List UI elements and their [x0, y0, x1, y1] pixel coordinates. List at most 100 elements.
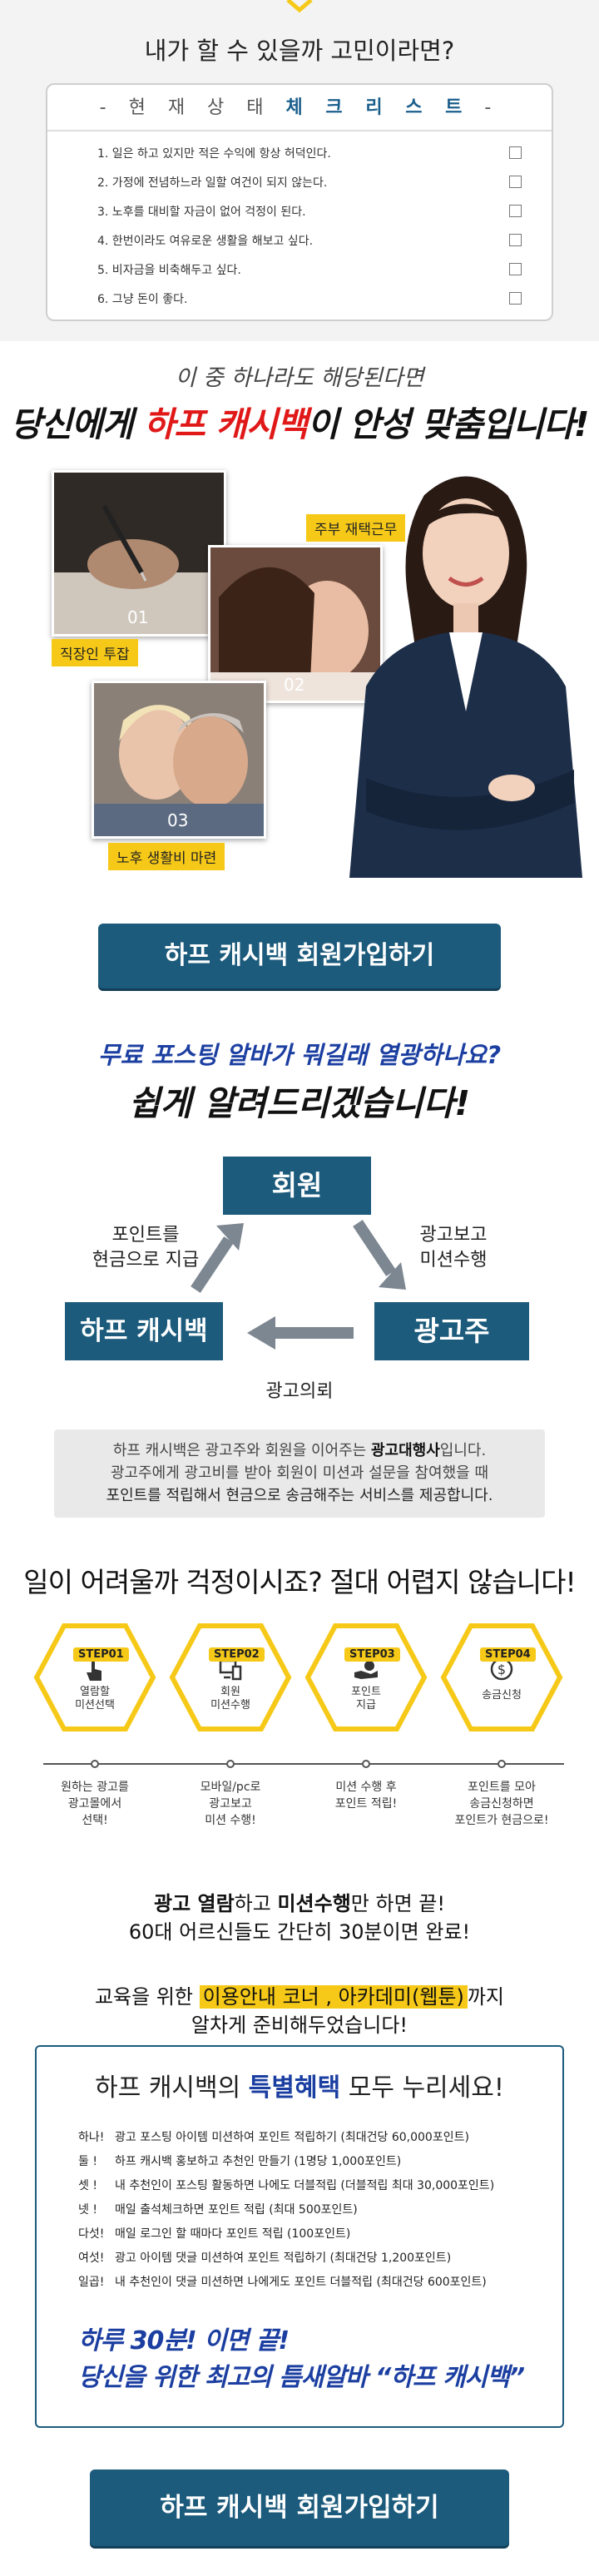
benefits-title-highlight: 특별혜택 — [248, 2073, 341, 2103]
explain-line2: 광고주에게 광고비를 받아 회원이 미션과 설문을 참여했을 때 — [110, 1464, 489, 1482]
steps-title: 일이 어려울까 걱정이시죠? 절대 어렵지 않습니다! — [23, 1566, 576, 1598]
benefit-text: 매일 로그인 할 때마다 포인트 적립 (100포인트) — [115, 2227, 351, 2241]
benefits-title: 하프 캐시백의 특별혜택 모두 누리세요! — [37, 2067, 562, 2103]
hand-coin-icon — [354, 1661, 378, 1679]
hero-title-pre: 당신에게 — [10, 404, 144, 444]
benefits-box: 하프 캐시백의 특별혜택 모두 누리세요! 하나!광고 포스팅 아이템 미션하여… — [35, 2045, 564, 2428]
step-line2: 미션선택 — [75, 1699, 115, 1712]
desc-line: 포인트가 현금으로! — [454, 1814, 549, 1827]
checkbox[interactable] — [509, 176, 522, 188]
explain-line1-pre: 하프 캐시백은 광고주와 회원을 이어주는 — [112, 1442, 371, 1459]
step-line1: 회원 — [220, 1686, 240, 1698]
photo-number: 02 — [284, 675, 305, 695]
photo-housewife: 02 — [208, 545, 383, 703]
summary-post: 만 하면 끝! — [350, 1892, 445, 1915]
hero-title-brand: 하프 캐시백 — [143, 404, 309, 444]
explain-line1: 하프 캐시백은 광고주와 회원을 이어주는 광고대행사입니다. — [54, 1439, 545, 1462]
timeline-dot — [91, 1760, 99, 1768]
checklist-item-label: 1. 일은 하고 있지만 적은 수익에 항상 허덕인다. — [97, 147, 331, 161]
desc-line: 포인트를 모아 — [468, 1781, 536, 1794]
checkbox[interactable] — [509, 292, 522, 305]
writing-hand-illustration — [54, 473, 224, 634]
step-4-text: 송금신청 — [460, 1689, 543, 1702]
benefit-lead: 넷 ! — [78, 2203, 97, 2217]
summary-bold-2: 미션수행 — [277, 1892, 351, 1915]
checklist-item[interactable]: 3. 노후를 대비할 자금이 없어 걱정이 된다. — [97, 203, 522, 232]
flow-label-left-line1: 포인트를 — [111, 1225, 180, 1246]
join-button-top[interactable]: 하프 캐시백 회원가입하기 — [98, 924, 501, 988]
benefit-lead: 하나! — [78, 2131, 105, 2144]
benefit-item: 하나!광고 포스팅 아이템 미션하여 포인트 적립하기 (최대건당 60,000… — [78, 2128, 544, 2152]
step-badge: STEP02 — [209, 1647, 265, 1662]
node-advertiser: 광고주 — [374, 1302, 529, 1360]
summary-line-1: 광고 열람하고 미션수행만 하면 끝! — [0, 1887, 599, 1916]
flow-question: 무료 포스팅 알바가 뭐길래 열광하나요? — [97, 1041, 502, 1069]
checkbox[interactable] — [509, 234, 522, 246]
checklist-item[interactable]: 1. 일은 하고 있지만 적은 수익에 항상 허덕인다. — [97, 145, 522, 174]
benefit-item: 셋 !내 추천인이 포스팅 활동하면 나에도 더블적립 (더블적립 최대 30,… — [78, 2177, 544, 2201]
senior-couple-illustration — [94, 683, 264, 836]
benefits-title-post: 모두 누리세요! — [340, 2073, 504, 2103]
desc-line: 송금신청하면 — [469, 1797, 534, 1811]
desc-line: 선택! — [82, 1814, 108, 1827]
benefit-lead: 둘 ! — [78, 2155, 97, 2168]
desc-line: 광고몰에서 — [67, 1797, 122, 1811]
edu-pre: 교육을 위한 — [94, 1985, 200, 2009]
step-badge: STEP03 — [344, 1647, 400, 1662]
photo-number: 01 — [127, 607, 149, 627]
education-line-2: 알차게 준비해두었습니다! — [191, 2014, 408, 2037]
benefit-item: 둘 !하프 캐시백 홍보하고 추천인 만들기 (1명당 1,000포인트) — [78, 2152, 544, 2177]
timeline-dot — [362, 1760, 370, 1768]
step-4: $ 송금신청 — [440, 1622, 563, 1732]
checklist-item-label: 3. 노후를 대비할 자금이 없어 걱정이 된다. — [97, 206, 306, 219]
benefit-text: 광고 아이템 댓글 미션하여 포인트 적립하기 (최대건당 1,200포인트) — [115, 2252, 452, 2265]
desc-line: 포인트 적립! — [334, 1797, 398, 1811]
step-timeline — [43, 1763, 564, 1765]
summary-mid: 하고 — [234, 1892, 278, 1915]
checklist-item[interactable]: 6. 그냥 돈이 좋다. — [97, 290, 522, 320]
step-line2: 미션수행 — [210, 1699, 250, 1712]
checklist-item-label: 5. 비자금을 비축해두고 싶다. — [97, 264, 241, 277]
svg-text:$: $ — [498, 1662, 506, 1677]
benefit-text: 매일 출석체크하면 포인트 적립 (최대 500포인트) — [115, 2203, 358, 2217]
flow-answer: 쉽게 알려드리겠습니다! — [128, 1083, 471, 1123]
timeline-dot — [498, 1760, 506, 1768]
benefits-closing-1: 하루 30분! 이면 끝! — [78, 2326, 290, 2356]
checklist-section: 내가 할 수 있을까 고민이라면? - 현 재 상 태 체 크 리 스 트 - … — [0, 0, 599, 341]
checkbox[interactable] — [509, 146, 522, 159]
panel-title-highlight: 체 크 리 스 트 — [285, 97, 471, 118]
step-line2: 지급 — [356, 1699, 376, 1712]
flow-explanation: 하프 캐시백은 광고주와 회원을 이어주는 광고대행사입니다. 광고주에게 광고… — [54, 1429, 545, 1518]
step-line1: 포인트 — [351, 1686, 381, 1698]
hero-title: 당신에게 하프 캐시백이 안성 맞춤입니다! — [0, 396, 599, 446]
step-line1: 송금신청 — [482, 1689, 522, 1702]
arrow-down-right-icon — [353, 1220, 406, 1290]
arrow-left-icon — [247, 1316, 354, 1350]
checkbox[interactable] — [509, 263, 522, 275]
join-button-bottom[interactable]: 하프 캐시백 회원가입하기 — [90, 2469, 509, 2546]
photo-tag: 주부 재택근무 — [306, 514, 406, 542]
step-badge: STEP01 — [73, 1647, 129, 1662]
benefit-lead: 여섯! — [78, 2252, 105, 2265]
flow-label-left: 포인트를 현금으로 지급 — [75, 1223, 216, 1273]
checklist-item-label: 4. 한번이라도 여유로운 생활을 해보고 싶다. — [97, 235, 314, 248]
panel-title-text: - 현 재 상 태 — [99, 97, 272, 118]
checklist-item[interactable]: 2. 가정에 전념하느라 일할 여건이 되지 않는다. — [97, 174, 522, 203]
flow-label-left-line2: 현금으로 지급 — [92, 1250, 200, 1271]
hand-pointer-icon — [87, 1661, 101, 1681]
checklist-item[interactable]: 4. 한번이라도 여유로운 생활을 해보고 싶다. — [97, 232, 522, 261]
edu-highlight: 이용안내 코너 , 아카데미(웹툰) — [199, 1985, 468, 2009]
education-line-1: 교육을 위한 이용안내 코너 , 아카데미(웹툰)까지 — [0, 1980, 599, 2009]
checklist-item[interactable]: 5. 비자금을 비축해두고 싶다. — [97, 261, 522, 290]
flow-label-bottom: 광고의뢰 — [265, 1381, 334, 1402]
flow-label-right: 광고보고 미션수행 — [391, 1223, 516, 1273]
benefit-text: 내 추천인이 댓글 미션하면 나에게도 포인트 더블적립 (최대건당 600포인… — [115, 2276, 487, 2289]
checkbox[interactable] — [509, 205, 522, 217]
